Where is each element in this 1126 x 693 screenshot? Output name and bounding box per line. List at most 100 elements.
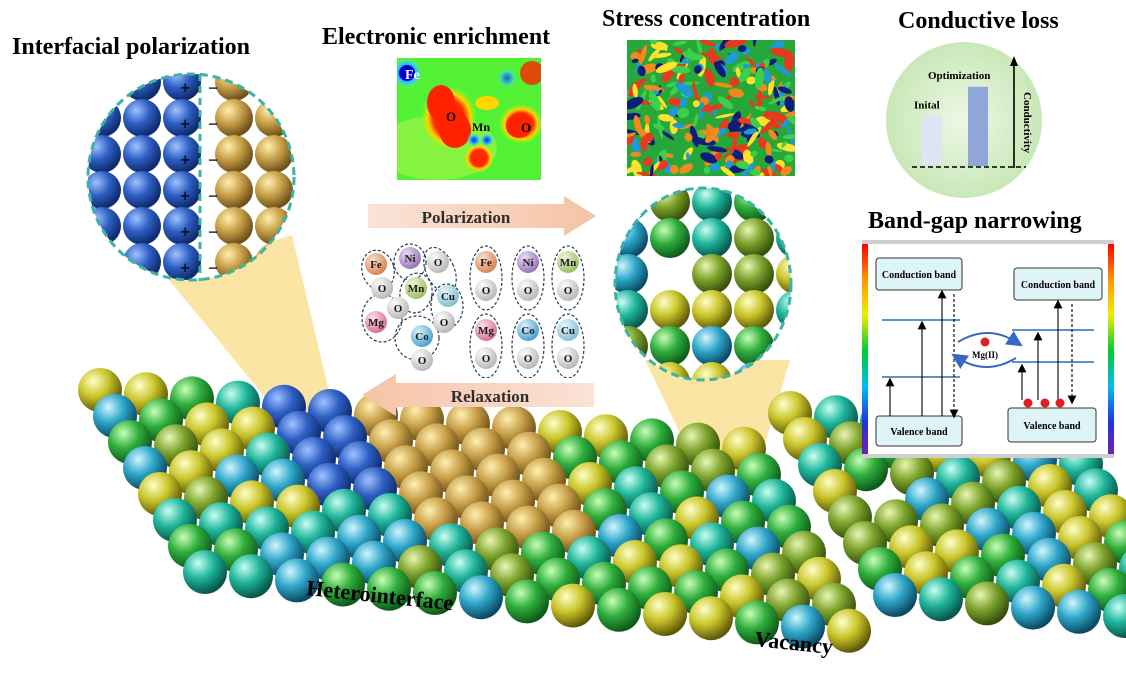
vacancy-lattice-atom — [776, 326, 791, 366]
stress-blob — [720, 166, 736, 176]
stress-blob — [737, 45, 747, 52]
cluster-atom-co — [411, 325, 433, 347]
stress-blob — [693, 113, 699, 128]
cluster-atom-ni — [399, 247, 421, 269]
lattice-atom — [1103, 594, 1126, 638]
cluster-atom-mn — [405, 277, 427, 299]
stress-blob — [784, 96, 795, 112]
vacancy-lattice-atom — [734, 254, 774, 294]
lattice-atom — [551, 583, 595, 628]
stress-blob — [750, 169, 761, 176]
plus-charge: + — [180, 258, 190, 278]
conduction-band-left: Conduction band — [882, 270, 957, 281]
cluster-atom-fe — [365, 253, 387, 275]
stress-blob — [742, 161, 756, 176]
minus-charge: − — [208, 186, 218, 206]
stress-blob — [649, 40, 658, 45]
stress-blob — [728, 88, 744, 98]
stress-blob — [725, 51, 739, 65]
stress-blob — [746, 76, 756, 85]
stress-blob — [685, 152, 690, 161]
cluster-atom-cu — [437, 285, 459, 307]
cluster-atom-label: Cu — [441, 291, 455, 303]
stress-blob — [752, 40, 757, 47]
stress-blob — [714, 61, 726, 78]
stress-blob — [699, 52, 723, 60]
stress-blob — [669, 164, 679, 175]
stress-blob — [672, 123, 685, 129]
cluster-atom-label: O — [418, 355, 427, 367]
stress-blob — [648, 48, 661, 62]
stress-blob — [756, 90, 763, 110]
stress-blob — [724, 155, 735, 165]
stress-blob — [714, 82, 733, 88]
lattice-atom — [183, 550, 227, 594]
stress-blob — [715, 113, 735, 119]
lattice-atom — [919, 577, 963, 622]
stress-blob — [677, 107, 690, 118]
blue-atom — [88, 279, 121, 280]
vacancy-lattice-atom — [692, 218, 732, 258]
minus-charge: − — [208, 78, 218, 98]
stress-blob — [652, 123, 665, 130]
stress-blob — [692, 100, 700, 108]
gold-atom — [295, 99, 299, 137]
cluster-atom-label: Mg — [478, 325, 494, 337]
stress-blob — [669, 106, 679, 117]
gold-atom — [295, 279, 299, 285]
stress-blob — [735, 67, 741, 79]
stress-blob — [780, 166, 792, 176]
stress-blob — [682, 51, 702, 61]
blue-atom — [88, 207, 121, 245]
blue-atom — [163, 74, 201, 101]
stress-blob — [651, 52, 672, 59]
stress-blob — [630, 51, 641, 62]
cluster-atom-label: O — [524, 285, 533, 297]
lattice-atom — [873, 573, 917, 617]
cluster-atom-o — [557, 279, 579, 301]
cluster-atom-label: O — [564, 285, 573, 297]
cluster-atom-label: Cu — [561, 325, 575, 337]
stress-blob — [648, 89, 661, 111]
stress-blob — [637, 65, 646, 77]
stress-blob — [765, 141, 772, 157]
stress-blob — [630, 151, 642, 157]
band-gap-narrowing-title: Band-gap narrowing — [868, 208, 1082, 234]
vacancy-lattice-atom — [692, 290, 732, 330]
vacancy-lattice-atom — [734, 326, 774, 366]
stress-blob — [670, 65, 691, 74]
fe-atom-label: Fe — [405, 68, 420, 83]
cluster-atom-cu — [557, 319, 579, 341]
o-atom-label-left: O — [446, 109, 456, 124]
gold-atom — [295, 70, 299, 101]
cluster-atom-o — [517, 347, 539, 369]
vacancy-lattice-atom — [615, 218, 648, 258]
stress-blob — [784, 154, 794, 163]
stress-blob — [764, 155, 774, 164]
vacancy-lattice-atom — [776, 188, 791, 222]
stress-blob — [749, 100, 755, 108]
gold-atom — [295, 171, 299, 209]
stress-blob — [700, 40, 716, 47]
stress-blob — [729, 77, 740, 87]
gold-atom — [295, 207, 299, 245]
cluster-atom-label: O — [482, 285, 491, 297]
cluster-atom-label: O — [482, 353, 491, 365]
mn-atom-label: Mn — [472, 120, 490, 134]
stress-blob — [769, 148, 783, 153]
gold-atom — [295, 135, 299, 173]
cluster-atom-o — [433, 311, 455, 333]
cluster-atom-o — [517, 279, 539, 301]
lattice-atom — [229, 554, 273, 599]
stress-concentration-title: Stress concentration — [602, 6, 811, 32]
stress-blob — [767, 58, 777, 66]
electron-density-map: Fe O Mn O — [397, 58, 541, 180]
cluster-atom-o — [427, 251, 449, 273]
stress-blob — [684, 132, 693, 142]
stress-blob — [649, 164, 654, 176]
stress-blob — [705, 127, 720, 144]
gold-atom — [255, 74, 293, 101]
vacancy-lattice-atom — [734, 218, 774, 258]
stress-blob — [706, 146, 728, 153]
